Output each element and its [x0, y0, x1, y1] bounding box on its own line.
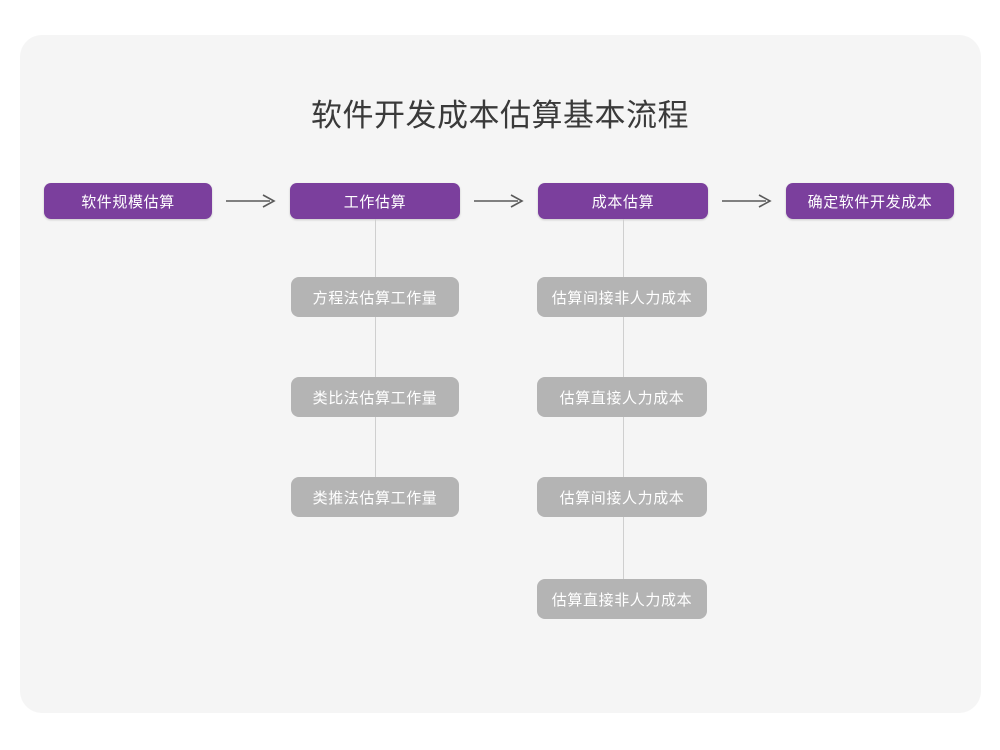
flow-step-effort-estimation[interactable]: 工作估算: [290, 183, 460, 219]
flow-step-software-size-estimation[interactable]: 软件规模估算: [44, 183, 212, 219]
branch-item-cost-1[interactable]: 估算间接非人力成本: [537, 277, 707, 317]
diagram-card: [20, 35, 981, 713]
flow-step-determine-development-cost[interactable]: 确定软件开发成本: [786, 183, 954, 219]
branch-item-cost-2[interactable]: 估算直接人力成本: [537, 377, 707, 417]
branch-item-effort-2[interactable]: 类比法估算工作量: [291, 377, 459, 417]
branch-item-cost-4[interactable]: 估算直接非人力成本: [537, 579, 707, 619]
page-title: 软件开发成本估算基本流程: [311, 98, 689, 133]
branch-item-effort-1[interactable]: 方程法估算工作量: [291, 277, 459, 317]
branch-item-effort-3[interactable]: 类推法估算工作量: [291, 477, 459, 517]
flow-step-cost-estimation[interactable]: 成本估算: [538, 183, 708, 219]
connector-line-effort-branch: [375, 219, 376, 497]
arrow-right-icon-1: [222, 189, 280, 213]
branch-item-cost-3[interactable]: 估算间接人力成本: [537, 477, 707, 517]
arrow-right-icon-2: [470, 189, 528, 213]
arrow-right-icon-3: [718, 189, 776, 213]
